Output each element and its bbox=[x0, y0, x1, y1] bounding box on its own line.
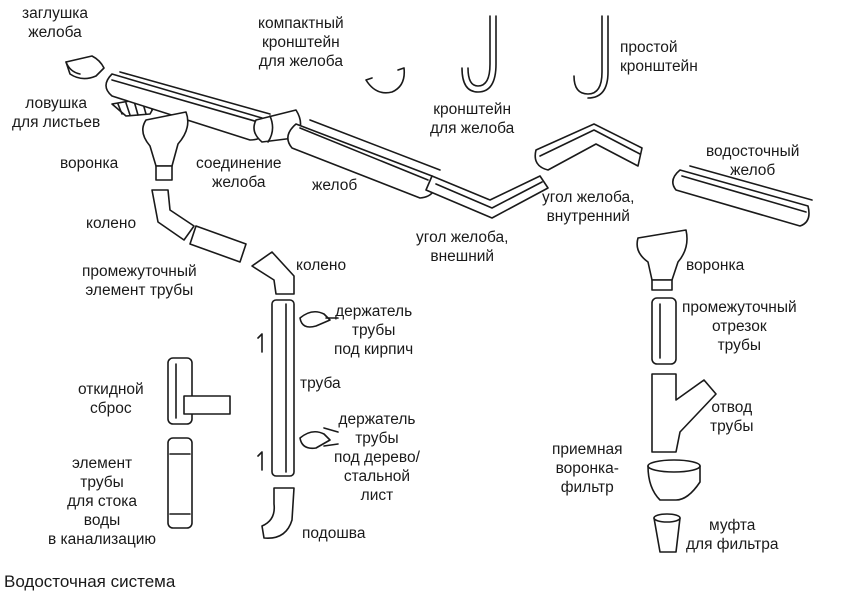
gutter-right-section bbox=[672, 165, 813, 227]
downpipe-part bbox=[271, 299, 295, 477]
label-funnel-right: воронка bbox=[686, 257, 745, 274]
receiving-funnel-part bbox=[647, 459, 701, 501]
pipe-clip-marks bbox=[257, 333, 263, 471]
label-pipe: труба bbox=[300, 375, 341, 392]
gutter-cap-part bbox=[65, 55, 105, 80]
filter-coupling-part bbox=[653, 513, 681, 553]
compact-bracket-part bbox=[365, 67, 406, 94]
label-shoe: подошва bbox=[302, 525, 366, 542]
label-elbow-right: колено bbox=[296, 257, 347, 274]
pipe-branch-part bbox=[651, 373, 717, 453]
shoe-part bbox=[261, 487, 295, 539]
holder-wood-part bbox=[299, 427, 339, 450]
funnel-left-part bbox=[142, 111, 189, 181]
holder-brick-part bbox=[299, 310, 339, 328]
gutter-external-corner-part bbox=[425, 175, 549, 219]
tilting-discharge-part bbox=[167, 357, 231, 425]
sewer-pipe-element-part bbox=[167, 437, 193, 529]
elbow-left-part bbox=[151, 189, 195, 241]
diagram-caption: Водосточная система bbox=[4, 572, 176, 591]
gutter-internal-corner-part bbox=[534, 123, 643, 171]
bracket-part bbox=[461, 15, 497, 93]
intermediate-pipe-element-part bbox=[189, 225, 247, 263]
label-funnel-left: воронка bbox=[60, 155, 119, 172]
elbow-right-part bbox=[251, 251, 295, 295]
label-corner-internal: угол желоба,внутренний bbox=[542, 189, 635, 225]
gutter-middle-section bbox=[287, 119, 441, 199]
label-corner-external: угол желоба,внешний bbox=[416, 229, 509, 265]
label-elbow-left: колено bbox=[86, 215, 137, 232]
intermediate-segment-part bbox=[651, 297, 677, 365]
funnel-right-part bbox=[636, 229, 688, 291]
simple-bracket-part bbox=[573, 15, 609, 99]
label-gutter: желоб bbox=[312, 177, 358, 194]
